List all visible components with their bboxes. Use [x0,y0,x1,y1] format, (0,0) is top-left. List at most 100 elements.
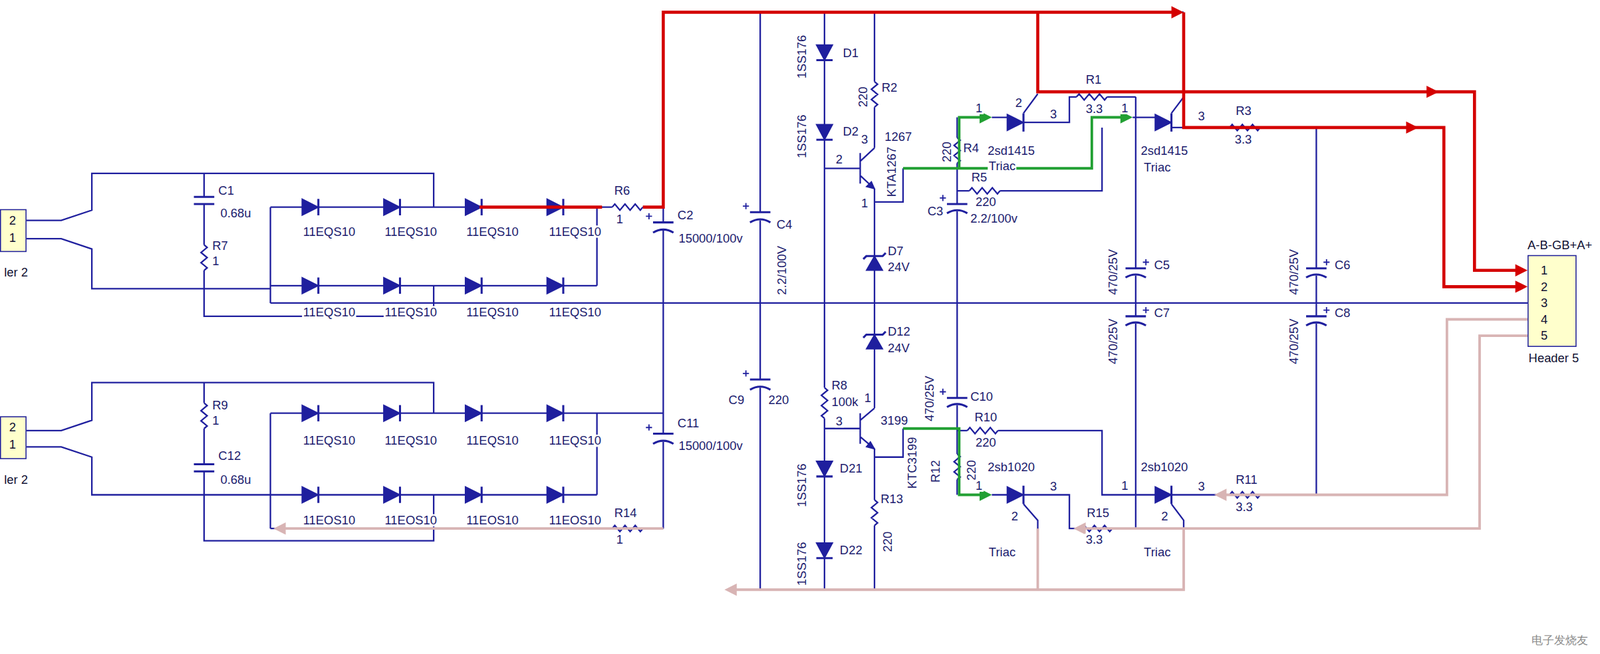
part-name: R8 [830,379,849,392]
component-label: 3.3 [1233,133,1253,146]
pin-number: 1 [9,231,16,244]
component-label: 11EQS10 [301,225,357,238]
part-name: C5 [1153,259,1172,272]
pin-number: 4 [1540,313,1548,326]
component-label: 1SS176 [796,462,808,509]
part-name: C9 [727,394,746,407]
component-label: 3 [834,415,844,428]
component-label: 1SS176 [796,33,808,80]
pin-number: 2 [1540,280,1548,293]
part-name: C4 [775,218,794,231]
component-label: Triac [1143,161,1172,174]
part-name: R10 [973,411,999,424]
component-label: 11EQS10 [383,306,439,319]
component-label: 220 [857,85,870,109]
component-label: 11EQS10 [383,225,439,238]
component-label: 1 [615,213,624,226]
component-label: 470/25V [1287,248,1300,296]
arrow-head-pink [273,488,1227,596]
part-name: C7 [1153,307,1172,320]
component-label: 470/25V [1107,317,1120,366]
component-label: 2 [1010,510,1019,523]
drive-path-green [903,117,1123,496]
component-label: 3 [1048,480,1058,493]
part-name: R1 [1084,73,1103,86]
component-label: 220 [974,436,997,449]
component-label: 11EQS10 [547,434,603,447]
part-name: D22 [838,543,864,556]
wire [26,11,1528,590]
component-label: 11EQS10 [465,306,521,319]
component-label: 1 [1120,102,1130,115]
component-label: 1 [860,196,870,209]
part-name: C2 [676,209,695,222]
component-label: 220 [965,459,978,483]
polarity-mark [645,194,1330,431]
component-label: 1 [974,102,983,115]
current-path-red [479,11,1519,287]
part-name: R4 [962,141,981,154]
resistor-symbol [200,81,1261,533]
part-name: R15 [1085,507,1111,520]
component-label: 11EOS10 [547,514,603,527]
part-name: R13 [879,492,905,505]
part-name: C1 [217,184,236,197]
component-label: Triac [1143,545,1172,558]
component-label: 2.2/100v [969,212,1019,225]
component-label: 1 [1120,479,1130,492]
component-label: 11EQS10 [465,434,521,447]
connector-header: 21ler 2 [0,209,27,253]
component-label: 11EQS10 [301,434,357,447]
component-label: 3.3 [1234,501,1255,514]
part-name: R6 [613,184,632,197]
part-name: D12 [886,325,912,338]
connector-name: ler 2 [3,266,28,279]
part-name: D21 [838,462,864,475]
component-label: 11EQS10 [547,306,603,319]
watermark: 电子发烧友 [1530,635,1589,648]
arrow-head-green [979,111,1133,501]
component-label: 2 [1014,97,1023,110]
component-label: 2.2/100V [775,244,788,296]
part-name: C12 [217,450,243,463]
component-label: KTA1267 [885,145,898,199]
component-label: 0.68u [219,207,253,220]
component-label: 0.68u [219,473,253,486]
component-label: 1 [863,391,872,404]
component-label: 24V [886,261,911,274]
component-label: 2 [834,152,844,165]
component-label: 220 [940,140,953,164]
part-name: C11 [676,417,700,430]
part-name: C3 [926,205,945,218]
part-name: R11 [1234,473,1259,486]
component-label: 100k [830,396,860,409]
part-name: R2 [880,81,899,94]
part-name: R9 [211,399,230,411]
component-label: 3.3 [1084,533,1104,546]
pin-number: 1 [1540,264,1548,277]
component-label: Triac [987,545,1017,558]
component-label: 11EQS10 [301,306,357,319]
component-label: 470/25V [1107,248,1120,296]
part-name: C10 [969,391,995,403]
component-label: 3 [1197,110,1206,123]
component-label: 220 [881,530,894,554]
diode-bar [318,60,1172,559]
component-label: Triac [987,160,1017,173]
component-label: 1SS176 [796,541,808,588]
part-name: D1 [841,47,860,60]
part-name: R3 [1234,105,1253,118]
diode-symbol [301,45,1172,559]
component-label: 220 [974,196,997,209]
component-label: 470/25V [923,375,936,423]
part-name: R5 [970,171,989,184]
component-label: 3199 [879,414,910,427]
part-name: D2 [841,125,860,138]
component-label: 2sb1020 [1139,461,1190,474]
component-label: 15000/100v [677,232,744,245]
return-path-pink [283,319,1528,590]
component-label: 3 [1197,480,1206,493]
component-label: 2 [1160,510,1170,523]
component-label: 11EOS10 [301,514,357,527]
component-label: 470/25V [1287,317,1300,366]
